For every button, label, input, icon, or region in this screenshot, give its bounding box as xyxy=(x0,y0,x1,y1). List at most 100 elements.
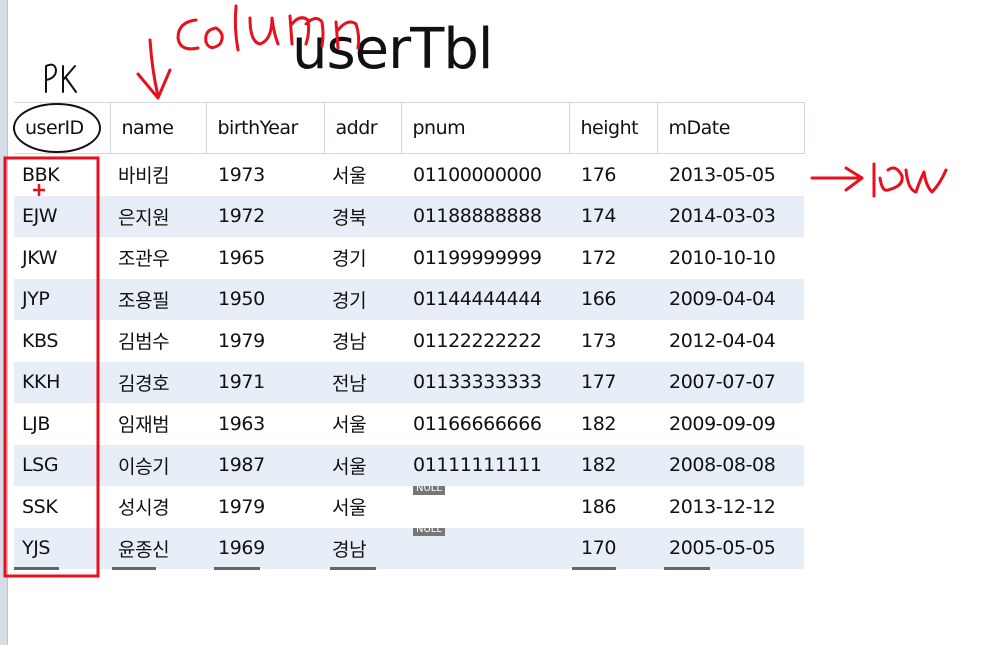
cell-name[interactable]: 바비킴 xyxy=(110,153,206,196)
cell-height[interactable]: 173 xyxy=(569,320,657,362)
cell-pnum[interactable]: 01133333333 xyxy=(401,361,569,403)
cell-addr[interactable]: 전남 xyxy=(324,361,401,403)
cell-name[interactable]: 조관우 xyxy=(110,237,206,279)
slide-left-edge-line xyxy=(7,0,8,645)
cell-height[interactable]: 170 xyxy=(569,527,657,569)
column-header-pnum[interactable]: pnum xyxy=(401,102,570,154)
cell-mdate[interactable]: 2013-12-12 xyxy=(657,486,804,528)
cell-pnum[interactable]: 01188888888 xyxy=(401,195,569,237)
cell-height[interactable]: 177 xyxy=(569,361,657,403)
cell-addr[interactable]: 서울 xyxy=(324,403,401,445)
cell-height[interactable]: 174 xyxy=(569,195,657,237)
cell-name[interactable]: 김경호 xyxy=(110,361,206,403)
column-marker xyxy=(214,567,260,570)
cell-addr[interactable]: 경기 xyxy=(324,237,401,279)
cell-height[interactable]: 172 xyxy=(569,237,657,279)
cell-mdate[interactable]: 2009-04-04 xyxy=(657,278,804,320)
cell-addr[interactable]: 서울 xyxy=(324,486,401,528)
cell-addr[interactable]: 경북 xyxy=(324,195,401,237)
cell-pnum[interactable]: 01199999999 xyxy=(401,237,569,279)
column-header-addr[interactable]: addr xyxy=(324,102,402,154)
cell-name[interactable]: 성시경 xyxy=(110,486,206,528)
cell-height[interactable]: 176 xyxy=(569,153,657,196)
cell-birthyear[interactable]: 1950 xyxy=(206,278,324,320)
cell-pnum[interactable]: NULL xyxy=(401,486,569,528)
cell-height[interactable]: 182 xyxy=(569,444,657,486)
null-badge: NULL xyxy=(413,527,445,537)
cell-addr[interactable]: 경남 xyxy=(324,527,401,569)
cell-height[interactable]: 186 xyxy=(569,486,657,528)
cell-mdate[interactable]: 2005-05-05 xyxy=(657,527,804,569)
column-header-mdate[interactable]: mDate xyxy=(657,102,805,154)
cell-userid[interactable]: YJS xyxy=(14,527,110,569)
cell-height[interactable]: 166 xyxy=(569,278,657,320)
cell-name[interactable]: 윤종신 xyxy=(110,527,206,569)
cell-userid[interactable]: LJB xyxy=(14,403,110,445)
cell-pnum[interactable]: 01100000000 xyxy=(401,153,569,196)
column-marker xyxy=(14,567,59,570)
column-header-birthyear[interactable]: birthYear xyxy=(206,102,325,154)
null-badge: NULL xyxy=(413,486,445,495)
cell-mdate[interactable]: 2007-07-07 xyxy=(657,361,804,403)
cell-birthyear[interactable]: 1965 xyxy=(206,237,324,279)
column-marker xyxy=(572,567,616,570)
cell-userid[interactable]: BBK xyxy=(14,153,110,196)
column-header-height[interactable]: height xyxy=(569,102,658,154)
cell-addr[interactable]: 경기 xyxy=(324,278,401,320)
cell-name[interactable]: 임재범 xyxy=(110,403,206,445)
cell-mdate[interactable]: 2014-03-03 xyxy=(657,195,804,237)
slide-title: userTbl xyxy=(292,17,493,82)
cell-mdate[interactable]: 2009-09-09 xyxy=(657,403,804,445)
cell-mdate[interactable]: 2013-05-05 xyxy=(657,153,804,196)
column-resize-markers xyxy=(0,567,986,571)
cell-addr[interactable]: 서울 xyxy=(324,444,401,486)
cell-userid[interactable]: LSG xyxy=(14,444,110,486)
cell-pnum[interactable]: 01122222222 xyxy=(401,320,569,362)
cell-birthyear[interactable]: 1979 xyxy=(206,486,324,528)
cell-name[interactable]: 은지원 xyxy=(110,195,206,237)
column-header-userid[interactable]: userID xyxy=(14,102,111,154)
cell-mdate[interactable]: 2010-10-10 xyxy=(657,237,804,279)
column-header-name[interactable]: name xyxy=(110,102,207,154)
cell-birthyear[interactable]: 1972 xyxy=(206,195,324,237)
cell-name[interactable]: 조용필 xyxy=(110,278,206,320)
cell-mdate[interactable]: 2008-08-08 xyxy=(657,444,804,486)
cell-birthyear[interactable]: 1979 xyxy=(206,320,324,362)
cell-pnum[interactable]: 01111111111 xyxy=(401,444,569,486)
pk-handwriting xyxy=(45,63,77,93)
column-marker xyxy=(112,567,156,570)
cell-birthyear[interactable]: 1969 xyxy=(206,527,324,569)
cell-pnum[interactable]: 01166666666 xyxy=(401,403,569,445)
cell-addr[interactable]: 서울 xyxy=(324,153,401,196)
cell-userid[interactable]: EJW xyxy=(14,195,110,237)
cell-pnum[interactable]: 01144444444 xyxy=(401,278,569,320)
cell-mdate[interactable]: 2012-04-04 xyxy=(657,320,804,362)
cell-birthyear[interactable]: 1987 xyxy=(206,444,324,486)
cell-userid[interactable]: SSK xyxy=(14,486,110,528)
cell-height[interactable]: 182 xyxy=(569,403,657,445)
cell-name[interactable]: 이승기 xyxy=(110,444,206,486)
cell-userid[interactable]: JYP xyxy=(14,278,110,320)
column-marker xyxy=(664,567,710,570)
cell-pnum[interactable]: NULL xyxy=(401,527,569,569)
cell-userid[interactable]: KKH xyxy=(14,361,110,403)
cell-userid[interactable]: JKW xyxy=(14,237,110,279)
cell-addr[interactable]: 경남 xyxy=(324,320,401,362)
cell-name[interactable]: 김범수 xyxy=(110,320,206,362)
cell-birthyear[interactable]: 1971 xyxy=(206,361,324,403)
cell-userid[interactable]: KBS xyxy=(14,320,110,362)
cell-birthyear[interactable]: 1963 xyxy=(206,403,324,445)
cell-birthyear[interactable]: 1973 xyxy=(206,153,324,196)
